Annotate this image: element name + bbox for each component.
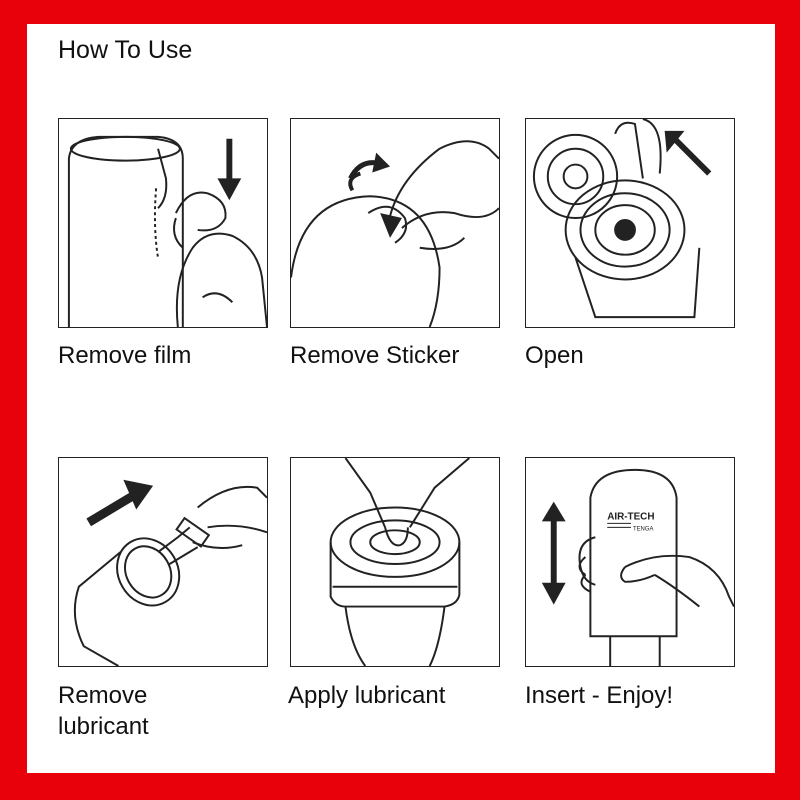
step-2-label: Remove Sticker bbox=[290, 342, 460, 369]
step-6-label: Insert - Enjoy! bbox=[525, 682, 674, 709]
step-1-label: Remove film bbox=[58, 342, 192, 369]
step-5-label: Apply lubricant bbox=[288, 682, 446, 709]
step-3-label: Open bbox=[525, 342, 584, 369]
step-4-illustration bbox=[58, 457, 268, 667]
remove-lubricant-icon bbox=[73, 479, 267, 666]
step-2-illustration bbox=[290, 118, 500, 328]
apply-lubricant-icon bbox=[329, 458, 470, 666]
remove-sticker-icon bbox=[291, 140, 499, 327]
product-sub-text: TENGA bbox=[633, 526, 653, 532]
step-4-label-line2: lubricant bbox=[58, 713, 149, 740]
open-cap-icon bbox=[532, 119, 712, 319]
page-title: How To Use bbox=[58, 36, 193, 64]
product-brand-text: AIR-TECH bbox=[607, 511, 654, 522]
step-3-illustration bbox=[525, 118, 735, 328]
insert-product-icon: AIR-TECH TENGA bbox=[541, 468, 734, 666]
step-4-label: Remove lubricant bbox=[58, 680, 149, 742]
remove-film-icon bbox=[67, 135, 267, 327]
step-1-illustration bbox=[58, 118, 268, 328]
step-5-illustration bbox=[290, 457, 500, 667]
step-4-label-line1: Remove bbox=[58, 682, 148, 709]
step-6-illustration: AIR-TECH TENGA bbox=[525, 457, 735, 667]
